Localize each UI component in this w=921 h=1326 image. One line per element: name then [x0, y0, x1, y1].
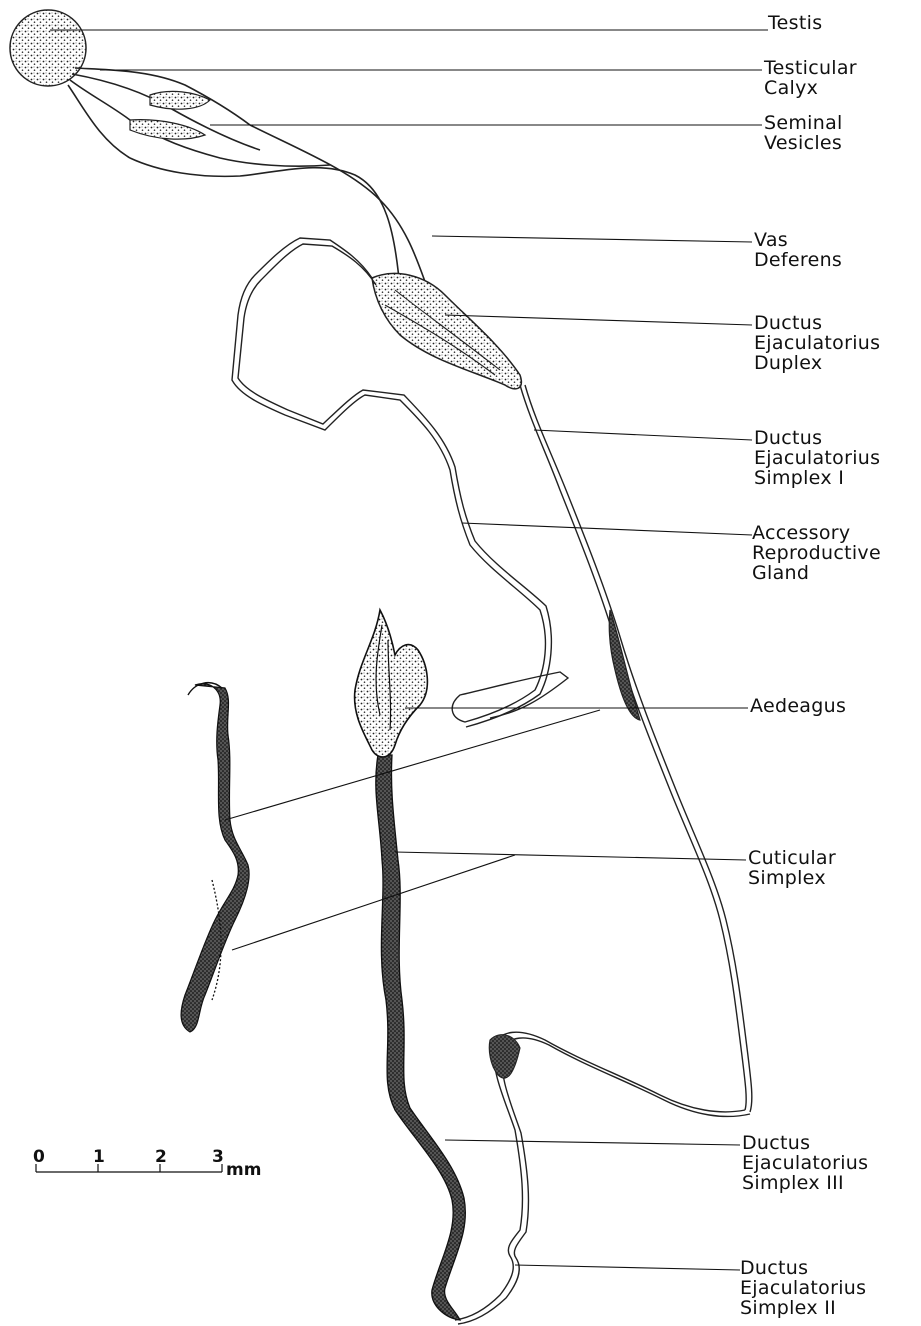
scale-bar: [36, 1164, 222, 1172]
ductus-ejaculatorius-duplex-organ: [372, 273, 521, 388]
label-ductus-ej-simplex-2: Ductus Ejaculatorius Simplex II: [740, 1258, 866, 1318]
label-vas-deferens: Vas Deferens: [754, 230, 842, 270]
label-seminal-vesicles: Seminal Vesicles: [764, 113, 843, 153]
ductus-ejaculatorius-simplex-3-organ: [376, 755, 466, 1320]
label-testis: Testis: [768, 13, 822, 33]
simplex-2-swelling: [489, 1035, 520, 1078]
aedeagus-detached-specimen: [181, 683, 249, 1032]
label-testicular-calyx: Testicular Calyx: [764, 58, 857, 98]
aedeagus-organ-main: [355, 610, 428, 757]
scale-tick-2: 2: [155, 1147, 167, 1167]
label-ductus-ej-simplex-1: Ductus Ejaculatorius Simplex I: [754, 428, 880, 488]
scale-tick-3: 3: [212, 1147, 224, 1167]
ductus-ejaculatorius-simplex-1: [520, 385, 752, 1112]
label-cuticular-simplex: Cuticular Simplex: [748, 848, 836, 888]
scale-tick-0: 0: [33, 1147, 45, 1167]
label-accessory-gland: Accessory Reproductive Gland: [752, 523, 881, 583]
label-ductus-ej-duplex: Ductus Ejaculatorius Duplex: [754, 313, 880, 373]
label-aedeagus: Aedeagus: [750, 696, 846, 716]
label-ductus-ej-simplex-3: Ductus Ejaculatorius Simplex III: [742, 1133, 868, 1193]
scale-tick-1: 1: [93, 1147, 105, 1167]
seminal-vesicle-swelling-lower: [130, 120, 205, 139]
scale-unit: mm: [226, 1160, 261, 1180]
ductus-simplex-1-swelling: [609, 610, 640, 720]
